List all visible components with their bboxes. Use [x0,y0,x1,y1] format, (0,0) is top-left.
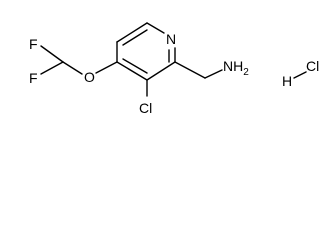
bond-c2-c3 [146,61,176,81]
bond-o-chf2 [62,61,83,75]
bond-h-cl [293,71,307,79]
bond-c4-o [95,61,118,74]
structure-canvas: N F F O Cl NH2 H Cl [29,22,319,116]
bond-c5-c6-inner [122,29,148,46]
chlorine-ring-label: Cl [139,100,152,116]
bond-c5-c6 [116,22,148,43]
fluorine-top-label: F [29,36,38,52]
hcl-hydrogen-label: H [282,73,292,89]
fluorine-bottom-label: F [29,70,38,86]
ring-nitrogen-label: N [166,31,176,47]
bond-c6-n1 [146,22,165,34]
bond-c3-c4 [116,61,148,81]
bond-c3-c4-inner [122,58,148,74]
bond-c-f-top [40,45,64,63]
bond-c-f-bottom [40,61,64,75]
amine-nh-label: NH [223,58,243,74]
ether-oxygen-label: O [84,69,95,85]
hcl-chlorine-label: Cl [306,58,319,74]
bond-ch2-n [204,69,223,79]
amine-subscript-label: 2 [243,67,249,78]
molecule-structure: N F F O Cl NH2 H Cl [29,22,319,116]
amine-label: NH2 [223,58,249,78]
bond-c2-ch2 [174,61,206,79]
